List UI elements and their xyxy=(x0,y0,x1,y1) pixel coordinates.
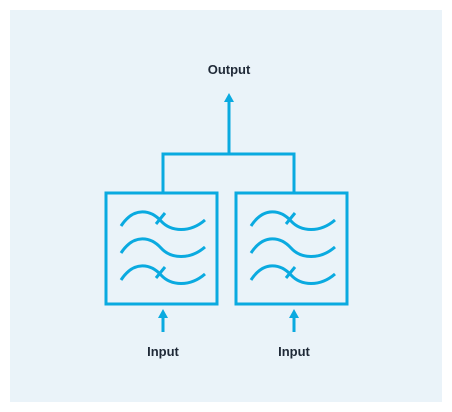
output-arrow xyxy=(224,93,234,154)
filter-waves-icon xyxy=(249,210,336,285)
input-label-left: Input xyxy=(147,344,179,359)
diagram-graphic xyxy=(104,93,349,332)
input-arrow-left xyxy=(158,309,168,332)
filter-waves-icon xyxy=(119,210,206,285)
filter-block-right xyxy=(234,191,349,306)
output-label: Output xyxy=(207,62,251,77)
filter-block-left xyxy=(104,191,219,306)
input-label-right: Input xyxy=(278,344,310,359)
diagram-canvas: Output Input Input xyxy=(10,10,442,402)
combiner-bracket xyxy=(161,152,296,193)
input-arrow-right xyxy=(289,309,299,332)
